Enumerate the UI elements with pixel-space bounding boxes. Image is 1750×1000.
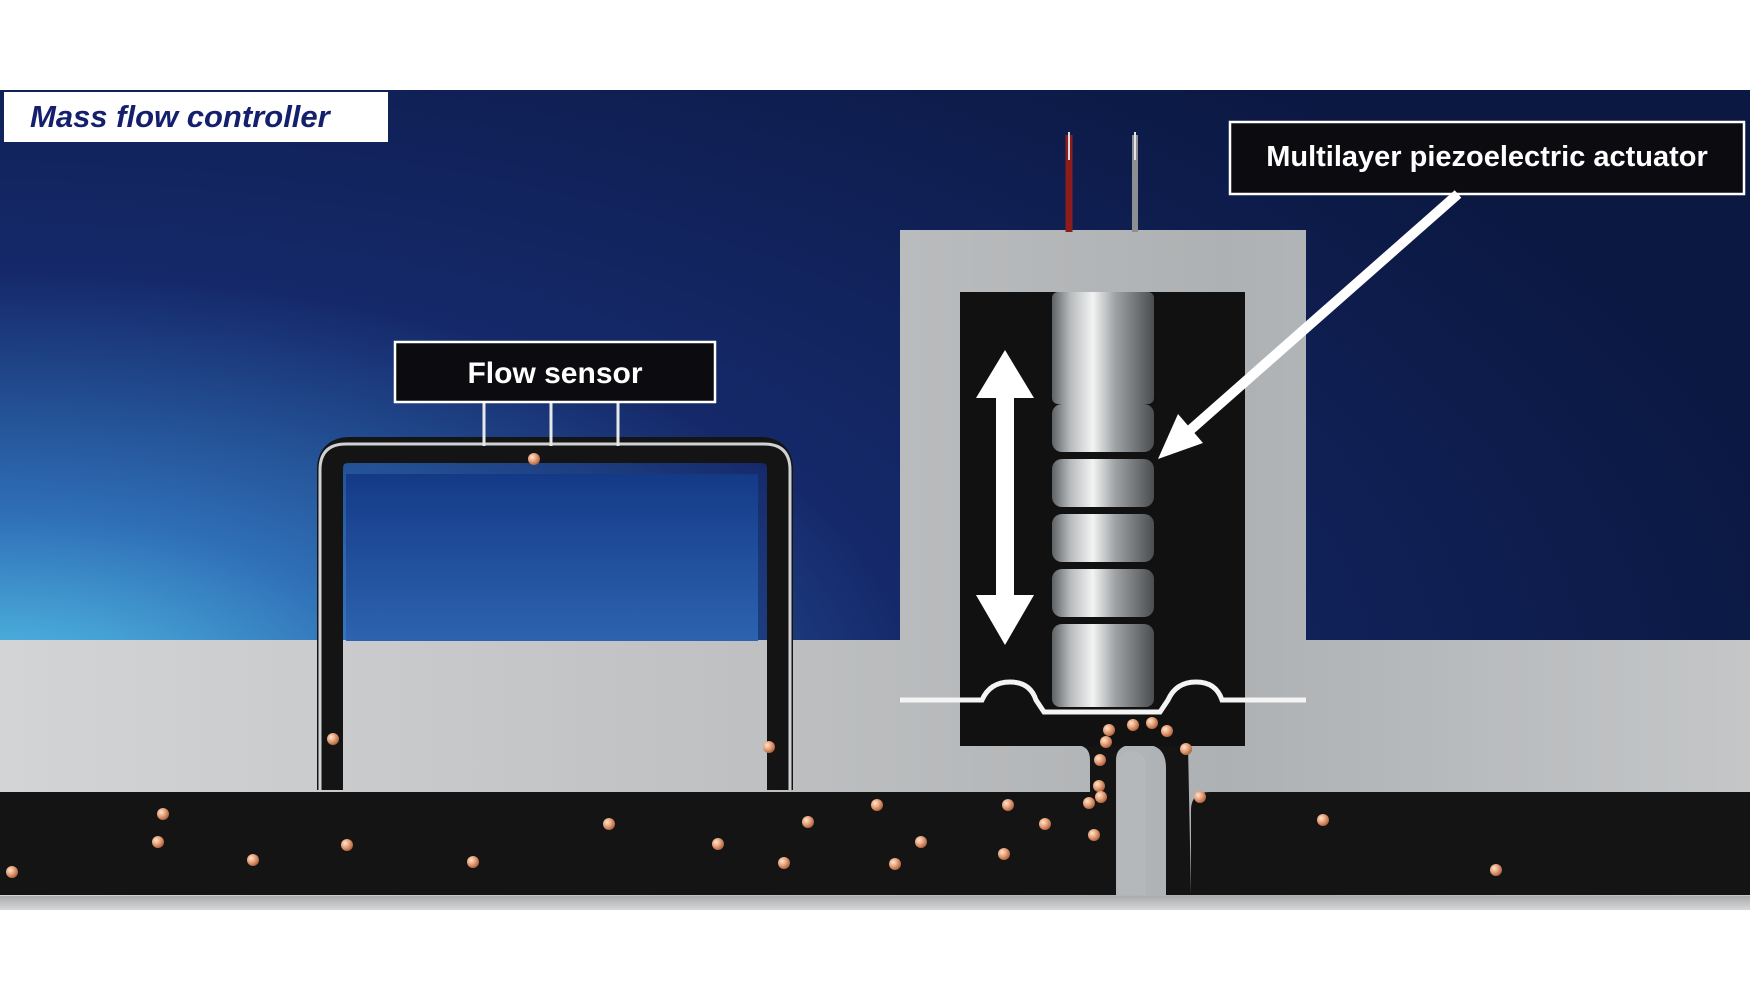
particle <box>528 453 540 465</box>
particle <box>6 866 18 878</box>
valve-throat-right <box>1128 745 1191 895</box>
particle <box>327 733 339 745</box>
particle <box>1100 736 1112 748</box>
particle <box>712 838 724 850</box>
actuator-label: Multilayer piezoelectric actuator <box>1266 141 1708 173</box>
flow-sensor-label-box <box>393 340 717 404</box>
arrow-pointer-icon <box>1158 414 1203 459</box>
particle <box>1146 717 1158 729</box>
particle <box>1194 791 1206 803</box>
gas-channel <box>0 792 1116 895</box>
valve-throat-left <box>1048 745 1128 895</box>
flow-sensor-label: Flow sensor <box>467 357 642 390</box>
double-arrow-vertical-icon <box>976 350 1034 645</box>
sensor-leads <box>482 402 620 446</box>
title-box <box>4 92 388 142</box>
particle <box>802 816 814 828</box>
particle <box>1103 724 1115 736</box>
particle <box>915 836 927 848</box>
particle <box>1490 864 1502 876</box>
sensor-loop-window <box>346 474 758 641</box>
particle <box>1094 754 1106 766</box>
particle <box>1180 743 1192 755</box>
particle <box>1002 799 1014 811</box>
particle <box>1317 814 1329 826</box>
diaphragm <box>900 679 1306 715</box>
gas-particles <box>6 453 1502 878</box>
particle <box>1083 797 1095 809</box>
page-title: Mass flow controller <box>30 99 332 134</box>
particle <box>157 808 169 820</box>
particle <box>889 858 901 870</box>
particle <box>1088 829 1100 841</box>
particle <box>247 854 259 866</box>
particle <box>1093 780 1105 792</box>
controller-body <box>0 230 1750 910</box>
particle <box>603 818 615 830</box>
particle <box>998 848 1010 860</box>
sensor-tube-highlight <box>318 442 792 790</box>
particle <box>152 836 164 848</box>
particle <box>871 799 883 811</box>
piezo-stack <box>1052 292 1154 707</box>
actuator-label-box <box>1228 120 1746 196</box>
particle <box>763 741 775 753</box>
particle <box>778 857 790 869</box>
sensor-tube <box>317 437 793 790</box>
particle <box>1095 791 1107 803</box>
gas-channel-outlet <box>1191 792 1750 895</box>
particle <box>341 839 353 851</box>
particle <box>1039 818 1051 830</box>
particle <box>467 856 479 868</box>
particle <box>1161 725 1173 737</box>
arrow-pointer-shaft <box>1184 190 1462 436</box>
particle <box>1127 719 1139 731</box>
body-bottom-strip <box>0 896 1750 910</box>
valve-seat-post <box>1118 751 1146 895</box>
